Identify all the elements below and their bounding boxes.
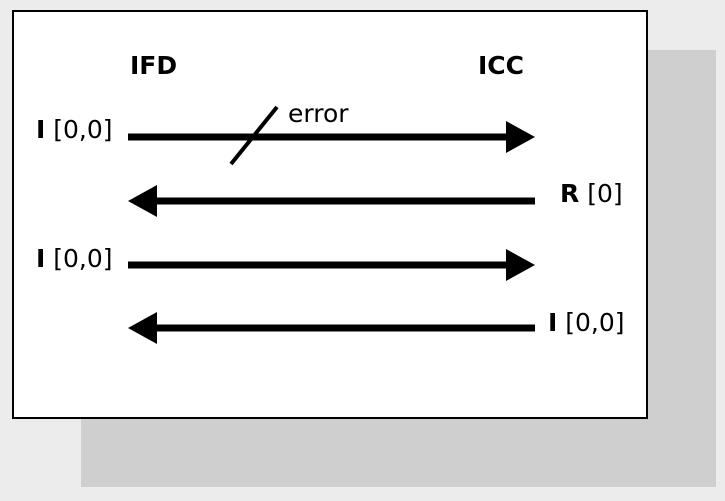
message-arrow-4-head — [128, 312, 157, 344]
diagram-panel — [12, 10, 648, 419]
message-label-4-suffix: [0,0] — [557, 308, 625, 337]
message-arrow-1 — [128, 121, 535, 153]
ifd-header: IFD — [130, 51, 178, 80]
message-arrow-2 — [128, 185, 535, 217]
message-label-4: I [0,0] — [548, 310, 625, 335]
message-label-4-prefix: I — [548, 308, 558, 337]
message-arrow-2-head — [128, 185, 157, 217]
message-label-1-suffix: [0,0] — [45, 115, 113, 144]
message-label-3-suffix: [0,0] — [45, 244, 113, 273]
message-arrow-4 — [128, 312, 535, 344]
message-label-1: I [0,0] — [36, 117, 113, 142]
message-arrow-3 — [128, 249, 535, 281]
message-label-2-suffix: [0] — [579, 179, 623, 208]
message-label-1-prefix: I — [36, 115, 46, 144]
message-label-2: R [0] — [560, 181, 623, 206]
icc-header: ICC — [478, 51, 524, 80]
error-slash-icon — [229, 105, 279, 166]
message-arrow-3-head — [506, 249, 535, 281]
error-label: error — [288, 99, 349, 128]
message-label-3-prefix: I — [36, 244, 46, 273]
message-label-2-prefix: R — [560, 179, 580, 208]
message-arrow-1-head — [506, 121, 535, 153]
message-label-3: I [0,0] — [36, 246, 113, 271]
